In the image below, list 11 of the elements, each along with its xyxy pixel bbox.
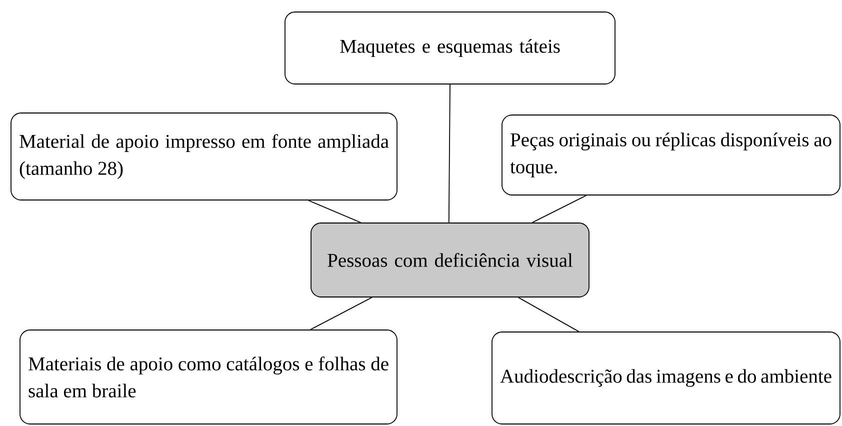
concept-box: Materiais de apoio como catálogos e folhas de sala em braile bbox=[20, 330, 398, 424]
concept-box: Material de apoio impresso em fonte ampliada (tamanho 28) bbox=[10, 112, 398, 200]
central-concept-box: Pessoas com deficiência visual bbox=[310, 222, 590, 298]
concept-box: Peças originais ou réplicas disponíveis ao toque. bbox=[502, 114, 840, 196]
connector-line bbox=[310, 297, 372, 330]
concept-box: Maquetes e esquemas táteis bbox=[284, 12, 616, 84]
connector-line bbox=[532, 195, 587, 223]
connector-line bbox=[448, 84, 450, 223]
connector-line bbox=[308, 200, 362, 223]
connector-line bbox=[518, 297, 580, 332]
concept-box: Audiodescrição das imagens e do ambiente bbox=[492, 332, 840, 424]
